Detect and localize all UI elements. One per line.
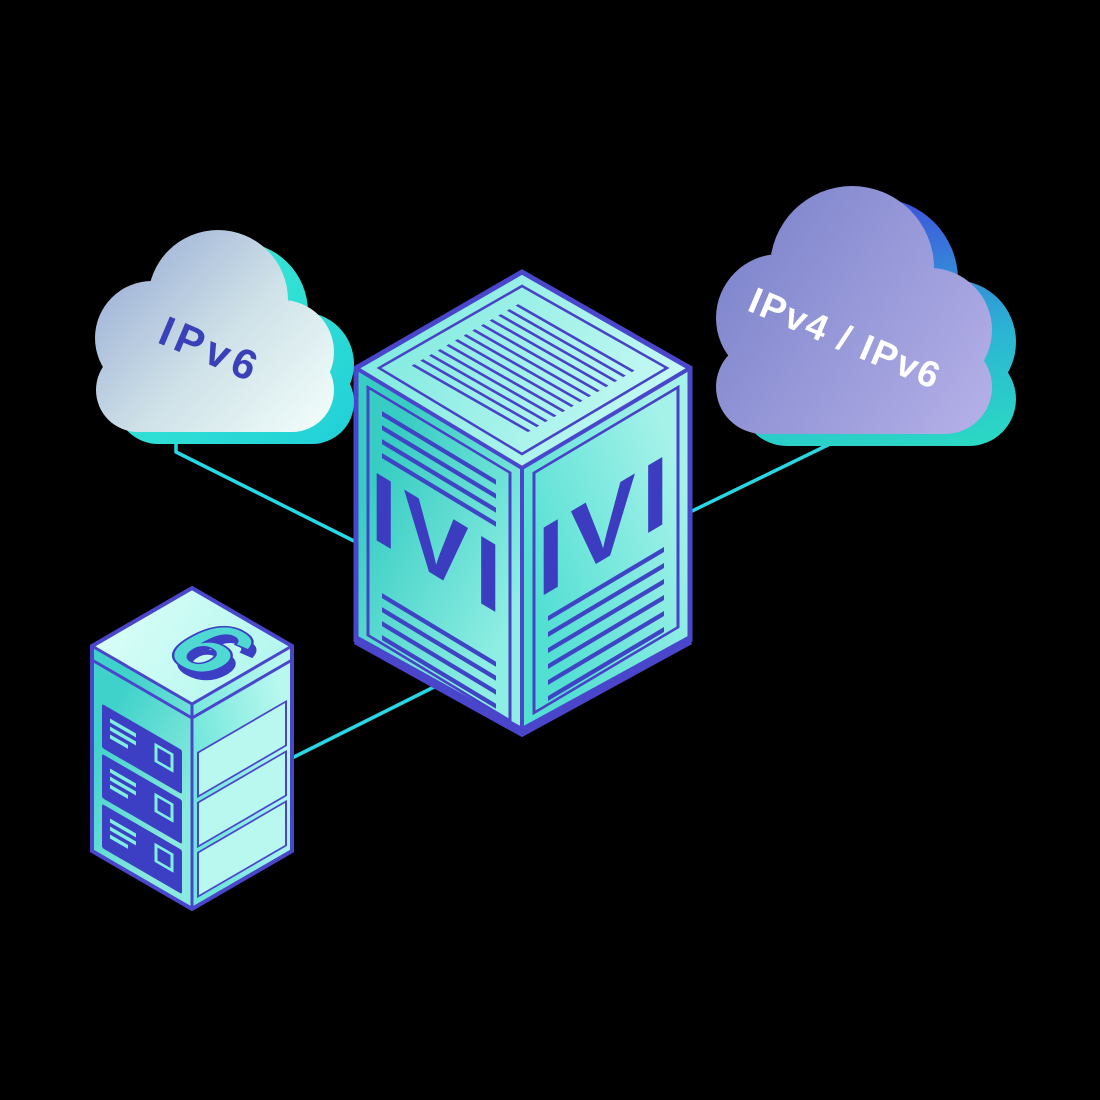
cube-left-bottom-stripes	[382, 593, 496, 709]
tray-slab	[197, 749, 287, 849]
cube-outline	[353, 269, 693, 738]
cloud-ipv4-ipv6: IPv4 / IPv6	[716, 186, 1016, 446]
cube-left-top-stripes	[382, 411, 496, 527]
connector-server-to-cube	[290, 683, 440, 760]
cube-left-face	[356, 368, 522, 732]
cube-top-inner-border	[376, 284, 670, 456]
cube-right-inner-border	[532, 384, 680, 716]
drawer-slot	[102, 704, 182, 794]
ipv6-server: 6 6	[90, 585, 294, 912]
ivi-translator-cube: IVI IVI	[353, 269, 693, 738]
server-trays	[197, 699, 287, 899]
tray-slab	[197, 799, 287, 899]
tray-slab	[197, 699, 287, 799]
cube-right-bottom-stripes	[548, 547, 664, 702]
drawer-slot	[102, 804, 182, 894]
cube-top-stripes	[411, 304, 635, 433]
server-drawers	[102, 704, 182, 894]
drawer-slot	[102, 754, 182, 844]
cube-left-inner-border	[366, 384, 512, 724]
server-outline	[90, 585, 294, 912]
cloud-ipv6: IPv6	[95, 230, 354, 444]
